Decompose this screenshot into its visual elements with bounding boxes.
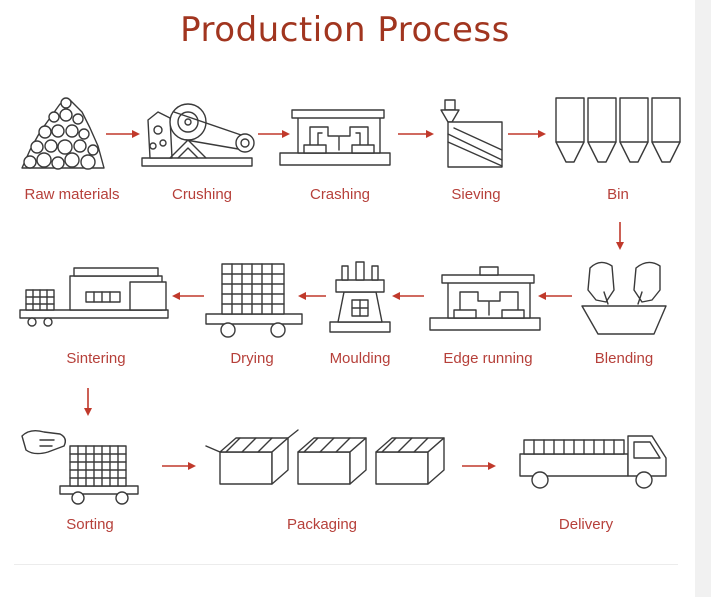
flow-arrow (508, 130, 546, 138)
raw-materials-icon (21, 97, 105, 170)
flow-arrow (298, 292, 326, 300)
step-label-drying: Drying (230, 350, 274, 367)
bin-icon (555, 97, 681, 163)
step-label-edge-running: Edge running (443, 350, 533, 367)
step-label-sorting: Sorting (66, 516, 114, 533)
step-label-sieving: Sieving (451, 186, 501, 203)
flow-arrow (258, 130, 290, 138)
flow-arrow (398, 130, 434, 138)
moulding-icon (329, 261, 391, 333)
flow-arrow (84, 388, 92, 416)
flow-arrow (392, 292, 424, 300)
crashing-icon (279, 109, 391, 166)
packaging-icon (205, 429, 445, 485)
flow-arrow (106, 130, 140, 138)
step-label-sintering: Sintering (66, 350, 126, 367)
edge-running-icon (429, 266, 541, 331)
sintering-icon (19, 267, 169, 327)
flow-arrow (162, 462, 196, 470)
step-label-crushing: Crushing (171, 186, 233, 203)
sorting-icon (21, 429, 139, 505)
step-label-blending: Blending (594, 350, 654, 367)
step-label-bin: Bin (607, 186, 629, 203)
divider (14, 564, 678, 565)
step-label-delivery: Delivery (558, 516, 614, 533)
flow-arrow (538, 292, 572, 300)
delivery-icon (519, 435, 667, 489)
flow-arrow (616, 222, 624, 250)
drying-icon (205, 263, 303, 338)
step-label-crashing: Crashing (309, 186, 371, 203)
scrollbar-track[interactable] (695, 0, 711, 597)
page-title: Production Process (180, 10, 510, 50)
sieving-icon (440, 99, 503, 168)
crushing-icon (141, 103, 255, 167)
step-label-raw-materials: Raw materials (24, 186, 120, 203)
step-label-moulding: Moulding (329, 350, 391, 367)
flow-arrow (172, 292, 204, 300)
step-label-packaging: Packaging (286, 516, 358, 533)
blending-icon (581, 261, 667, 335)
flow-arrow (462, 462, 496, 470)
